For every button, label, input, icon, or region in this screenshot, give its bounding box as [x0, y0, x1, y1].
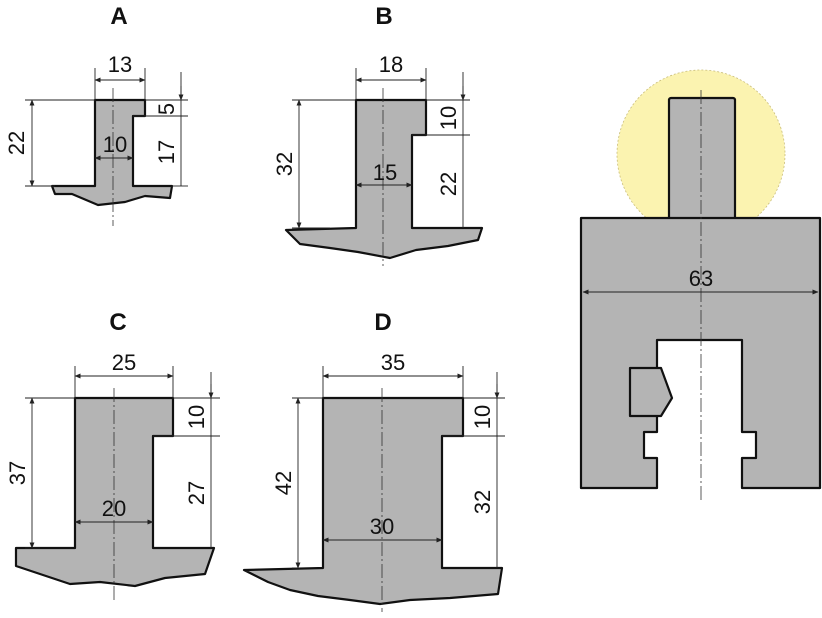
dim-a-height: 22	[4, 131, 29, 155]
dim-a-bottom: 17	[154, 140, 179, 164]
dim-d-height: 42	[271, 471, 296, 495]
tang-d: D 35 30 42 10 32	[242, 309, 505, 612]
label-c: C	[109, 309, 126, 336]
tang-a: A 13 10 22 5 17	[4, 3, 188, 226]
dim-b-bottom: 22	[436, 172, 461, 196]
dim-a-top: 5	[154, 103, 179, 115]
clamp-holder: 63	[579, 69, 822, 500]
tang-c: C 25 20 37 10 27	[5, 309, 220, 602]
inserted-tang	[667, 96, 737, 230]
clamp-jaw	[628, 366, 674, 418]
dim-c-neck: 20	[102, 496, 126, 521]
clamp-body	[579, 216, 822, 490]
dim-c-top: 10	[184, 405, 209, 429]
dim-d-top: 10	[470, 405, 495, 429]
dim-d-width: 35	[381, 350, 405, 375]
dim-b-height: 32	[272, 152, 297, 176]
dim-c-bottom: 27	[184, 481, 209, 505]
tang-d-profile	[242, 396, 504, 606]
label-b: B	[375, 3, 392, 30]
label-d: D	[374, 309, 391, 336]
dim-d-neck: 30	[370, 514, 394, 539]
dim-b-top: 10	[436, 106, 461, 130]
dim-c-width: 25	[112, 350, 136, 375]
dim-d-bottom: 32	[470, 490, 495, 514]
dim-clamp-width: 63	[689, 266, 713, 291]
dim-b-neck: 15	[373, 160, 397, 185]
dim-a-neck: 10	[103, 132, 127, 157]
dim-a-width: 13	[108, 52, 132, 77]
dim-c-height: 37	[5, 461, 30, 485]
dim-b-width: 18	[379, 52, 403, 77]
tang-b: B 18 15 32 10 22	[272, 3, 484, 266]
label-a: A	[110, 3, 127, 30]
